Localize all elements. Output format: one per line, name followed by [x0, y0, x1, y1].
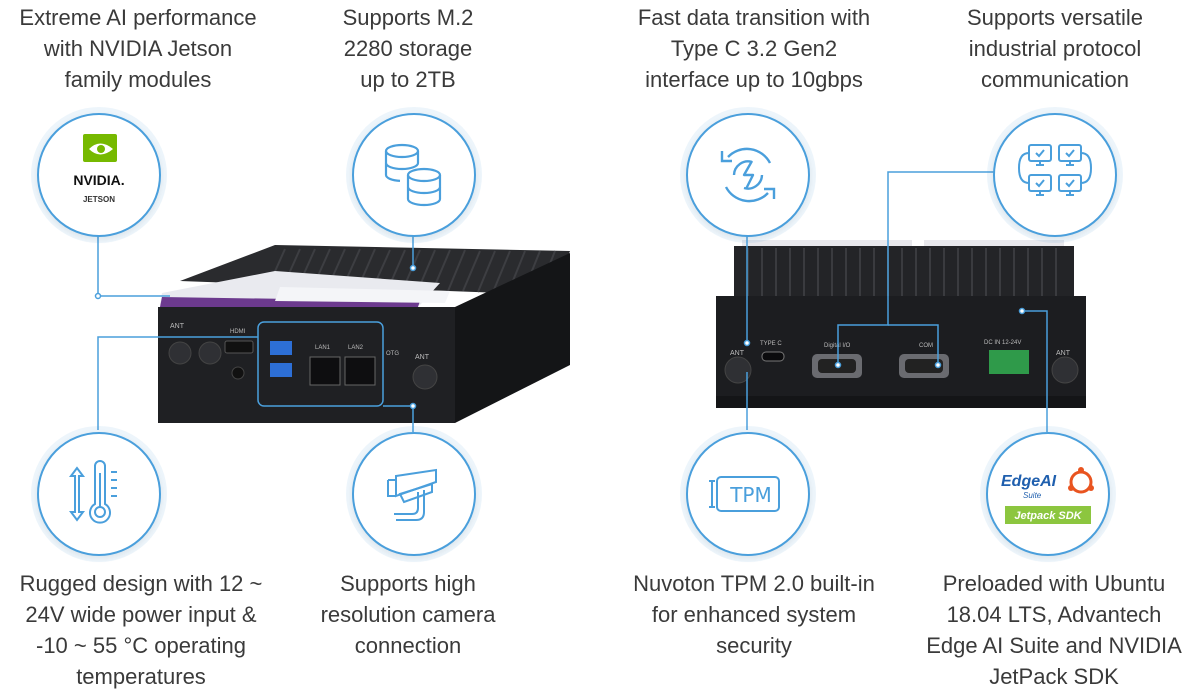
caption-camera: Supports high resolution camera connecti… [320, 571, 496, 658]
front-device-image: ANT HDMI LAN1 LAN2 OTG ANT [158, 245, 570, 423]
edge-ai-badge: EdgeAI Suite Jetpack SDK [986, 432, 1110, 556]
database-icon [384, 143, 442, 207]
tpm-badge: TPM [686, 432, 810, 556]
dc-in-label: DC IN 12-24V [984, 340, 1021, 346]
hdmi-label: HDMI [230, 329, 246, 335]
caption-preloaded: Preloaded with Ubuntu 18.04 LTS, Advante… [926, 571, 1182, 689]
edge-ai-logo-text: EdgeAI [1001, 473, 1057, 490]
storage-badge [352, 113, 476, 237]
camera-badge [352, 432, 476, 556]
type-c-badge [686, 113, 810, 237]
caption-data-transition: Fast data transition with Type C 3.2 Gen… [637, 5, 871, 92]
caption-ai-performance: Extreme AI performance with NVIDIA Jetso… [19, 5, 257, 92]
suite-logo-text: Suite [1023, 491, 1042, 500]
front-right-ant-label: ANT [415, 354, 430, 361]
lan1-label: LAN1 [315, 345, 331, 351]
otg-label: OTG [386, 351, 399, 357]
tpm-logo-text: TPM [729, 483, 772, 507]
network-monitors-icon [1017, 144, 1093, 196]
jetson-logo-text: JETSON [83, 195, 115, 204]
caption-protocol: Supports versatile industrial protocol c… [966, 5, 1144, 92]
caption-tpm: Nuvoton TPM 2.0 built-in for enhanced sy… [633, 571, 875, 658]
jetpack-logo-text: Jetpack SDK [1014, 510, 1082, 522]
rugged-badge [37, 432, 161, 556]
protocol-badge [993, 113, 1117, 237]
caption-rugged: Rugged design with 12 ~ 24V wide power i… [19, 571, 263, 689]
nvidia-logo-text: NVIDIA. [73, 172, 124, 188]
rear-device-image: ANT TYPE C Digital I/O COM DC IN 12-24V … [716, 240, 1086, 408]
rear-ant-right-label: ANT [1056, 350, 1071, 357]
front-ant-label: ANT [170, 323, 185, 330]
tpm-chip-icon: TPM [709, 476, 780, 512]
rear-ant-left-label: ANT [730, 350, 745, 357]
ubuntu-logo-icon [1068, 467, 1094, 494]
fast-charge-icon [720, 147, 776, 203]
lan2-label: LAN2 [348, 345, 364, 351]
com-label: COM [919, 343, 933, 349]
caption-storage: Supports M.2 2280 storage up to 2TB [342, 5, 474, 92]
camera-icon [387, 468, 437, 521]
thermometer-icon [69, 460, 117, 524]
nvidia-jetson-badge: NVIDIA. JETSON [37, 113, 161, 237]
type-c-label: TYPE C [760, 341, 782, 347]
